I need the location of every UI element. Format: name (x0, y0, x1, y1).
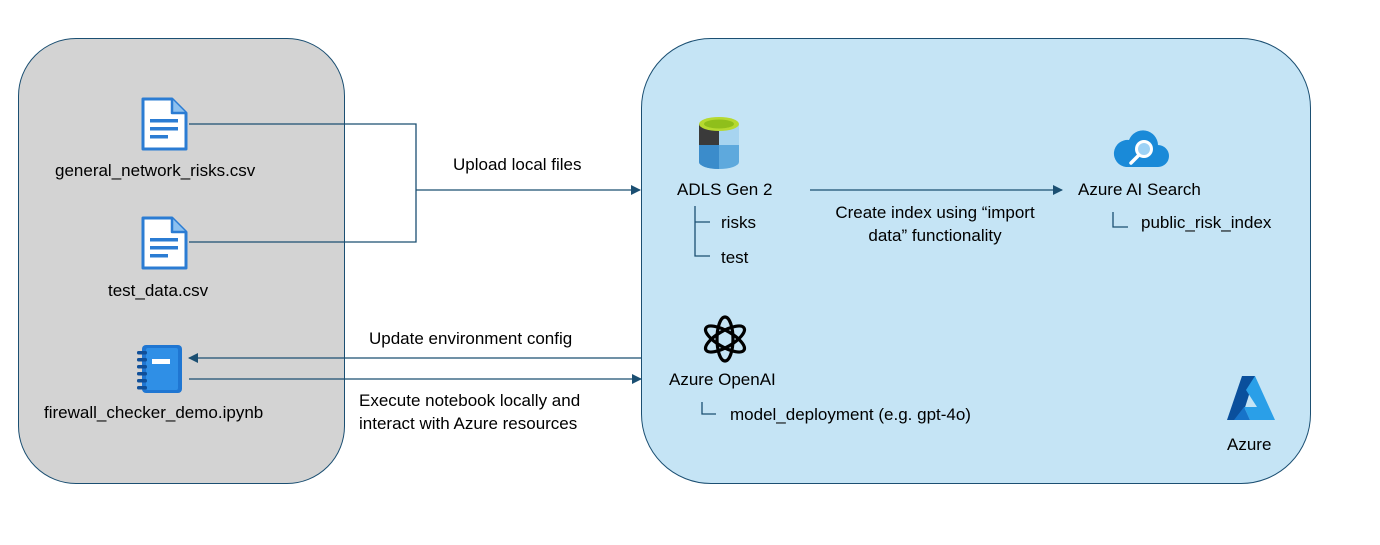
cloud-search-icon (1113, 130, 1169, 167)
create-index-label: Create index using “import data” functio… (800, 203, 1070, 246)
adls-container-test: test (721, 248, 749, 267)
file-label-test-data: test_data.csv (108, 281, 209, 300)
azure-brand-label: Azure (1227, 435, 1272, 454)
document-icon (141, 97, 188, 151)
notebook-label: firewall_checker_demo.ipynb (44, 403, 264, 422)
openai-title: Azure OpenAI (669, 370, 776, 389)
file1-connector (189, 123, 417, 243)
search-index-label: public_risk_index (1141, 213, 1272, 232)
azure-environment-panel (641, 38, 1311, 484)
azure-logo-icon (1227, 376, 1275, 420)
adls-title: ADLS Gen 2 (677, 180, 773, 199)
adls-tree-lines (694, 206, 710, 257)
openai-logo-icon (703, 315, 747, 363)
create-index-label-line2: data” functionality (868, 226, 1002, 245)
search-tree-line (1112, 212, 1128, 228)
openai-tree-line (701, 402, 716, 415)
file-label-general-network-risks: general_network_risks.csv (55, 161, 256, 180)
search-title: Azure AI Search (1078, 180, 1201, 199)
execute-label-line1: Execute notebook locally and (359, 391, 581, 410)
notebook-icon (137, 345, 182, 393)
update-config-label: Update environment config (369, 329, 573, 348)
document-icon (141, 216, 188, 270)
adls-container-risks: risks (721, 213, 756, 232)
create-index-label-line1: Create index using “import (835, 203, 1035, 222)
upload-label: Upload local files (453, 155, 582, 174)
execute-label-line2: interact with Azure resources (359, 414, 578, 433)
storage-cylinder-icon (699, 117, 739, 169)
openai-deployment-label: model_deployment (e.g. gpt-4o) (730, 405, 971, 424)
